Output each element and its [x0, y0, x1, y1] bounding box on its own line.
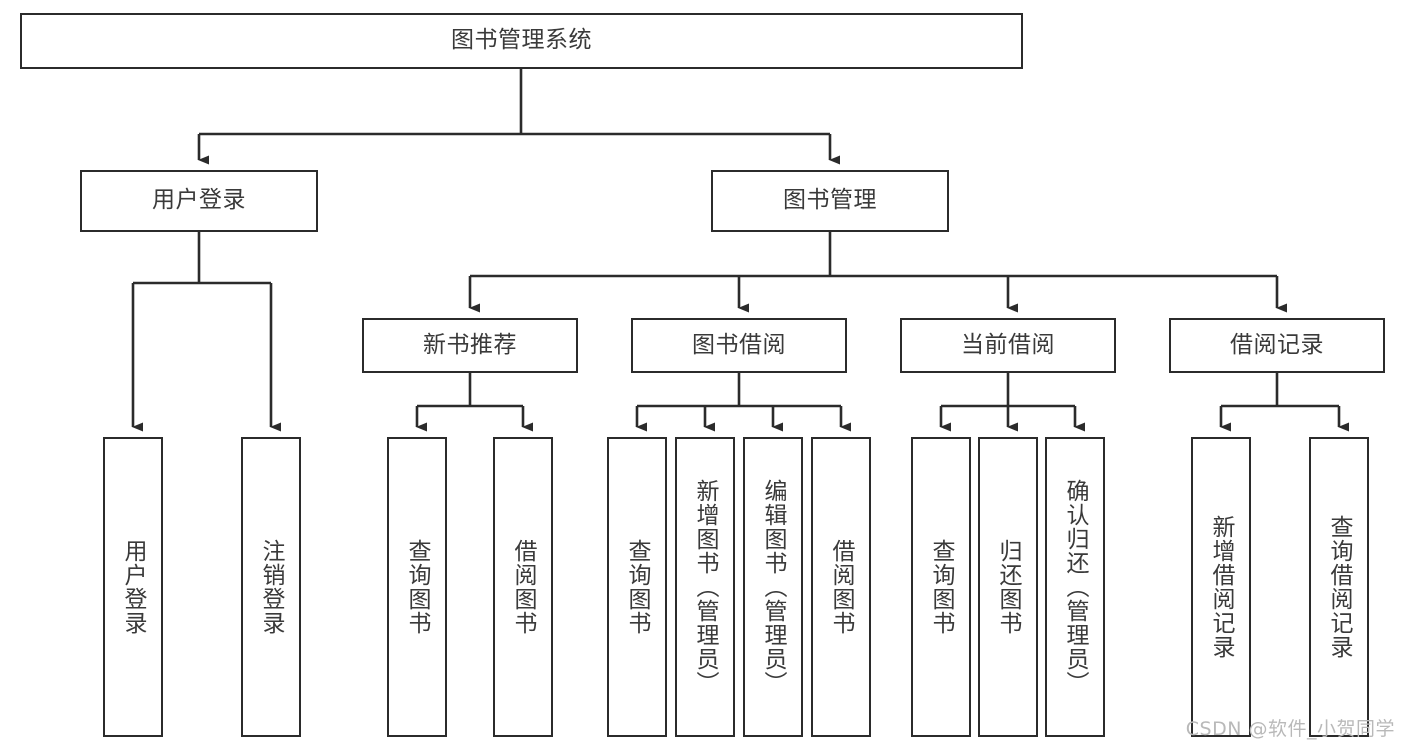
node-label: 新增图书（管理员）	[692, 479, 719, 695]
node-label: 归还图书	[995, 539, 1022, 635]
node-label: 图书管理系统	[451, 27, 592, 54]
leaf-new-book-1[interactable]: 查询图书	[387, 437, 447, 737]
leaf-current-borrow-2[interactable]: 归还图书	[978, 437, 1038, 737]
node-new-book-recommend[interactable]: 新书推荐	[362, 318, 578, 373]
node-user-login[interactable]: 用户登录	[80, 170, 318, 232]
node-label: 借阅图书	[828, 539, 855, 635]
leaf-borrow-records-2[interactable]: 查询借阅记录	[1309, 437, 1369, 737]
node-borrow-records[interactable]: 借阅记录	[1169, 318, 1385, 373]
node-label: 新增借阅记录	[1208, 515, 1235, 659]
node-book-management[interactable]: 图书管理	[711, 170, 949, 232]
node-root-system[interactable]: 图书管理系统	[20, 13, 1023, 69]
node-label: 图书管理	[783, 187, 877, 214]
node-current-borrow[interactable]: 当前借阅	[900, 318, 1116, 373]
leaf-book-borrow-3[interactable]: 编辑图书（管理员）	[743, 437, 803, 737]
node-label: 借阅图书	[510, 539, 537, 635]
node-label: 查询图书	[624, 539, 651, 635]
leaf-borrow-records-1[interactable]: 新增借阅记录	[1191, 437, 1251, 737]
node-label: 查询借阅记录	[1326, 515, 1353, 659]
node-book-borrow[interactable]: 图书借阅	[631, 318, 847, 373]
node-label: 用户登录	[120, 539, 147, 635]
leaf-book-borrow-1[interactable]: 查询图书	[607, 437, 667, 737]
node-label: 查询图书	[928, 539, 955, 635]
node-label: 当前借阅	[961, 331, 1055, 358]
node-label: 确认归还（管理员）	[1062, 479, 1089, 695]
leaf-book-borrow-4[interactable]: 借阅图书	[811, 437, 871, 737]
node-label: 借阅记录	[1230, 331, 1324, 358]
node-label: 编辑图书（管理员）	[760, 479, 787, 695]
node-label: 注销登录	[258, 539, 285, 635]
leaf-user-login-2[interactable]: 注销登录	[241, 437, 301, 737]
node-label: 图书借阅	[692, 331, 786, 358]
leaf-current-borrow-3[interactable]: 确认归还（管理员）	[1045, 437, 1105, 737]
leaf-new-book-2[interactable]: 借阅图书	[493, 437, 553, 737]
node-label: 用户登录	[152, 187, 246, 214]
leaf-current-borrow-1[interactable]: 查询图书	[911, 437, 971, 737]
node-label: 新书推荐	[423, 331, 517, 358]
leaf-book-borrow-2[interactable]: 新增图书（管理员）	[675, 437, 735, 737]
leaf-user-login-1[interactable]: 用户登录	[103, 437, 163, 737]
node-label: 查询图书	[404, 539, 431, 635]
